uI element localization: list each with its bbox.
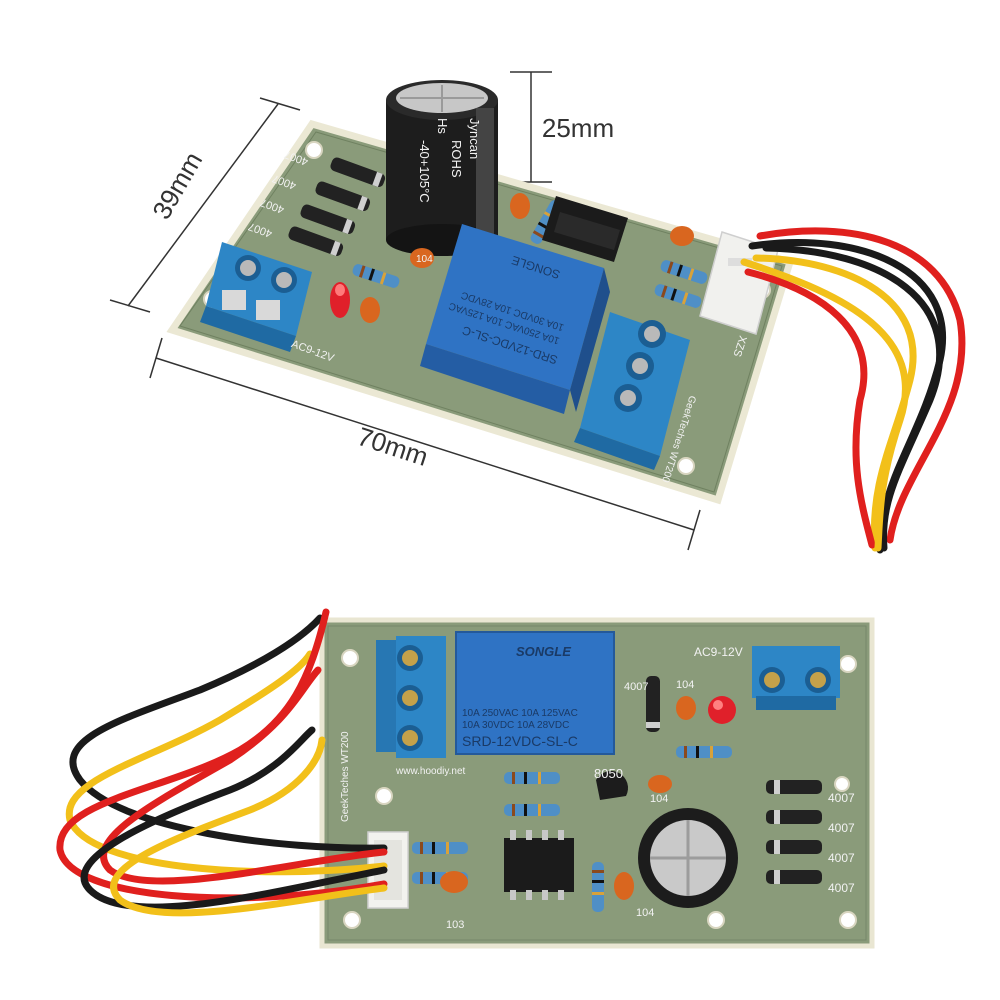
top-resistors xyxy=(352,200,708,308)
bottom-cap-104-b xyxy=(648,775,672,793)
dimension-capacitor-label: 25mm xyxy=(542,113,614,143)
bottom-terminal-3pin xyxy=(376,636,446,758)
top-terminal-3pin xyxy=(574,312,690,470)
bottom-maker-text: GeekTeches WT200 xyxy=(340,731,351,822)
transistor xyxy=(596,770,629,800)
svg-text:Jyncan: Jyncan xyxy=(467,118,482,159)
ceramic-capacitors xyxy=(360,193,694,323)
cap-code-label: 104 xyxy=(416,254,433,265)
bottom-board-label: AC9-12V xyxy=(694,645,743,659)
bottom-led xyxy=(708,696,736,724)
svg-text:ROHS: ROHS xyxy=(449,140,464,178)
bottom-relay-rating-1: 10A 250VAC 10A 125VAC xyxy=(462,708,578,719)
svg-text:4007: 4007 xyxy=(828,791,855,805)
bottom-electrolytic-capacitor xyxy=(638,808,738,908)
svg-text:4007: 4007 xyxy=(828,821,855,835)
bottom-wire-bundle xyxy=(56,608,388,917)
bottom-cap-104-c xyxy=(614,872,634,900)
bottom-diode-codes: 4007 4007 4007 4007 xyxy=(828,791,855,895)
ic-chip xyxy=(542,196,628,262)
cap-103-label: 103 xyxy=(446,919,464,931)
electrolytic-capacitor: ROHS Hs -40+105°C Jyncan xyxy=(386,80,498,256)
top-relay: SRD-12VDC-SL-C 10A 250VAC 10A 125VAC 10A… xyxy=(420,224,610,414)
svg-text:4007: 4007 xyxy=(828,881,855,895)
transistor-label: 8050 xyxy=(594,766,623,781)
bottom-relay: SONGLE 10A 250VAC 10A 125VAC 10A 30VDC 1… xyxy=(455,631,615,755)
top-diodes xyxy=(288,157,386,257)
svg-text:Hs: Hs xyxy=(435,118,450,134)
svg-text:4007: 4007 xyxy=(828,851,855,865)
bottom-terminal-2pin xyxy=(752,646,840,710)
bottom-relay-rating-2: 10A 30VDC 10A 28VDC xyxy=(462,720,569,731)
dimension-height-label: 39mm xyxy=(146,147,208,225)
bottom-cap-103 xyxy=(440,871,468,893)
cap-104-c-label: 104 xyxy=(636,907,654,919)
top-pcb-assembly: 4007 4007 4007 4007 ROHS Hs -40+105°C Jy… xyxy=(166,80,966,554)
website-label: www.hoodiy.net xyxy=(395,766,466,777)
top-terminal-2pin xyxy=(200,242,312,352)
bottom-ic-chip xyxy=(504,830,574,900)
bottom-diode-vertical xyxy=(646,676,660,732)
bottom-diode-code-vertical: 4007 xyxy=(624,681,648,693)
led-indicator xyxy=(330,282,350,318)
bottom-relay-brand: SONGLE xyxy=(516,644,571,659)
top-wire-bundle xyxy=(740,227,966,554)
bottom-relay-model: SRD-12VDC-SL-C xyxy=(462,733,578,749)
dimension-width-label: 70mm xyxy=(354,421,432,472)
svg-text:-40+105°C: -40+105°C xyxy=(417,140,432,203)
bottom-cap-104-a xyxy=(676,696,696,720)
cap-104-a-label: 104 xyxy=(676,679,694,691)
bottom-pcb-assembly: SONGLE 10A 250VAC 10A 125VAC 10A 30VDC 1… xyxy=(56,608,875,949)
cap-104-b-label: 104 xyxy=(650,793,668,805)
dimension-annotations xyxy=(109,71,701,551)
bottom-diodes xyxy=(766,780,822,884)
